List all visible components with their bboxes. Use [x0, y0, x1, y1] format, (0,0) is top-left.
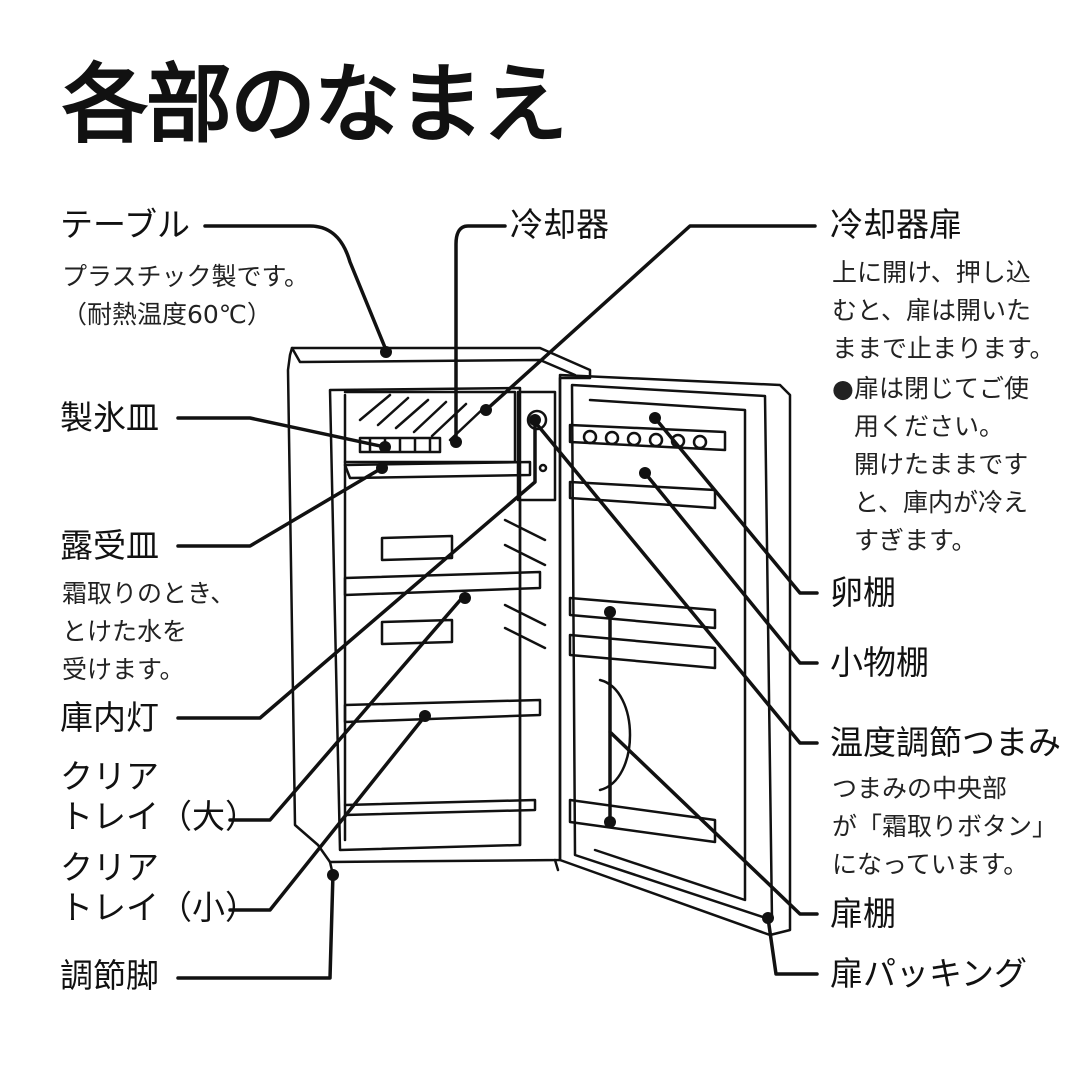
label-clear-tray-small-line: トレイ（小） — [60, 888, 258, 927]
note-temp-knob-line: になっています。 — [832, 850, 1029, 879]
label-egg-shelf: 卵棚 — [830, 573, 896, 612]
cabinet-top — [290, 346, 577, 377]
label-clear-tray-large: クリア トレイ（大） — [60, 757, 258, 837]
bullet-mark: ● — [832, 374, 854, 403]
bullet-cooler-door-line: すぎます。 — [854, 526, 977, 555]
note-cooler-door: 上に開け、押し込 むと、扉は開いた ままで止まります。 — [832, 254, 1055, 368]
egg-shelf — [568, 423, 727, 452]
label-door-shelf: 扉棚 — [830, 894, 896, 933]
small-item-shelf — [568, 480, 717, 510]
note-drip-tray-line: 受けます。 — [62, 655, 185, 684]
label-door-packing: 扉パッキング — [830, 954, 1028, 993]
label-small-shelf: 小物棚 — [830, 643, 929, 682]
label-ice-tray: 製氷皿 — [60, 398, 159, 437]
label-cooler-door: 冷却器扉 — [830, 205, 962, 244]
door-shelf-2 — [568, 798, 717, 844]
note-temp-knob: つまみの中央部 が「霜取りボタン」 になっています。 — [832, 770, 1057, 884]
note-cooler-door-line: 上に開け、押し込 — [832, 258, 1031, 287]
door-shelf-1 — [568, 596, 717, 630]
bullet-cooler-door-line: 開けたままです — [854, 450, 1029, 479]
note-table: プラスチック製です。 （耐熱温度60℃） — [62, 258, 309, 334]
cabinet-interior — [328, 386, 522, 852]
label-clear-tray-large-line: トレイ（大） — [60, 797, 258, 836]
label-clear-tray-small: クリア トレイ（小） — [60, 848, 258, 928]
label-clear-tray-small-line: クリア — [60, 848, 159, 887]
temp-knob — [526, 409, 548, 431]
label-cooler: 冷却器 — [510, 205, 609, 244]
note-table-line: プラスチック製です。 — [62, 262, 310, 291]
note-drip-tray-line: 霜取りのとき、 — [62, 579, 236, 608]
label-leveling-feet: 調節脚 — [60, 956, 159, 995]
note-cooler-door-line: ままで止まります。 — [832, 334, 1055, 363]
clear-tray-small — [343, 698, 542, 724]
bullet-cooler-door-line: 扉は閉じてご使 — [854, 374, 1030, 403]
note-table-line: （耐熱温度60℃） — [62, 300, 272, 329]
note-temp-knob-line: が「霜取りボタン」 — [832, 812, 1058, 841]
label-drip-tray: 露受皿 — [60, 526, 159, 565]
bullet-cooler-door-line: 用ください。 — [854, 412, 1005, 441]
label-light: 庫内灯 — [60, 698, 159, 737]
label-temp-knob: 温度調節つまみ — [830, 723, 1061, 762]
freezer-compartment — [343, 390, 517, 464]
bullet-cooler-door: 扉は閉じてご使 用ください。 開けたままです と、庫内が冷え すぎます。 — [854, 370, 1029, 560]
label-table: テーブル — [60, 205, 191, 244]
door — [558, 373, 792, 937]
clear-tray-large — [343, 570, 542, 597]
note-drip-tray-line: とけた水を — [62, 617, 188, 646]
note-cooler-door-line: むと、扉は開いた — [832, 296, 1032, 325]
label-clear-tray-large-line: クリア — [60, 757, 159, 796]
bullet-cooler-door-line: と、庫内が冷え — [854, 488, 1029, 517]
page-title: 各部のなまえ — [62, 55, 568, 155]
note-temp-knob-line: つまみの中央部 — [832, 774, 1008, 803]
note-drip-tray: 霜取りのとき、 とけた水を 受けます。 — [62, 575, 235, 689]
drip-tray — [343, 460, 532, 480]
